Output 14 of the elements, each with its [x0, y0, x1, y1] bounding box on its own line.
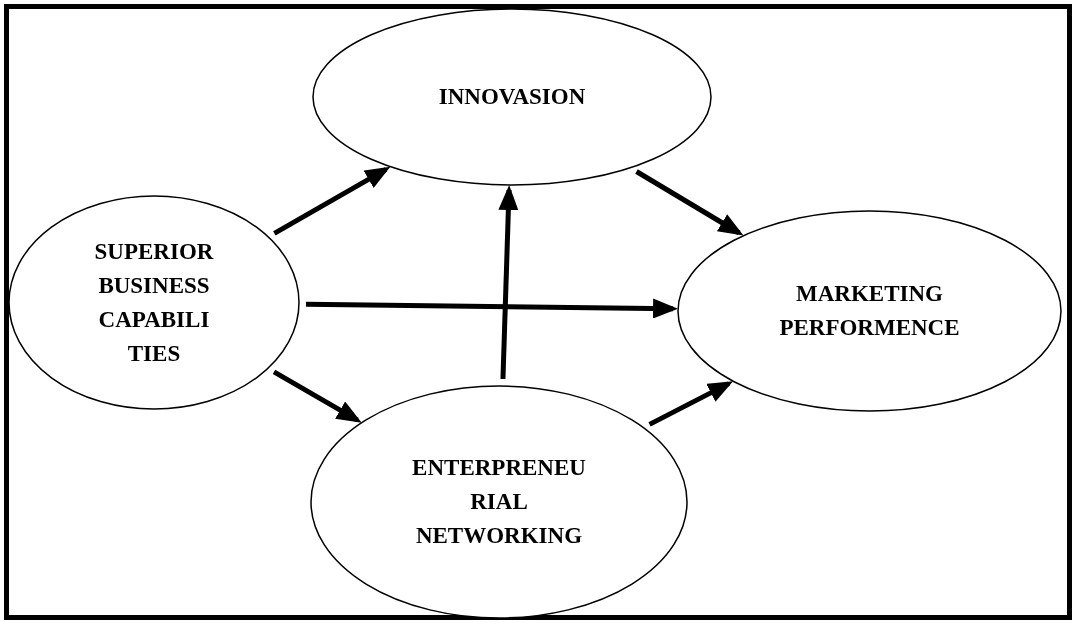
node-label: MARKETING PERFORMENCE	[778, 280, 961, 342]
arrow	[272, 369, 362, 423]
node-label: SUPERIOR BUSINESS CAPABILI TIES	[93, 237, 215, 368]
arrow	[305, 298, 679, 319]
ellipse-node	[312, 8, 712, 186]
ellipse-node	[677, 210, 1062, 412]
node-label: INNOVASION	[437, 83, 587, 111]
arrow	[273, 166, 391, 236]
arrow	[635, 169, 744, 236]
ellipse-node	[8, 195, 300, 410]
arrow	[648, 381, 734, 427]
ellipse-node	[310, 385, 688, 619]
node-label: ENTERPRENEU RIAL NETWORKING	[411, 454, 587, 550]
arrow	[498, 185, 519, 380]
